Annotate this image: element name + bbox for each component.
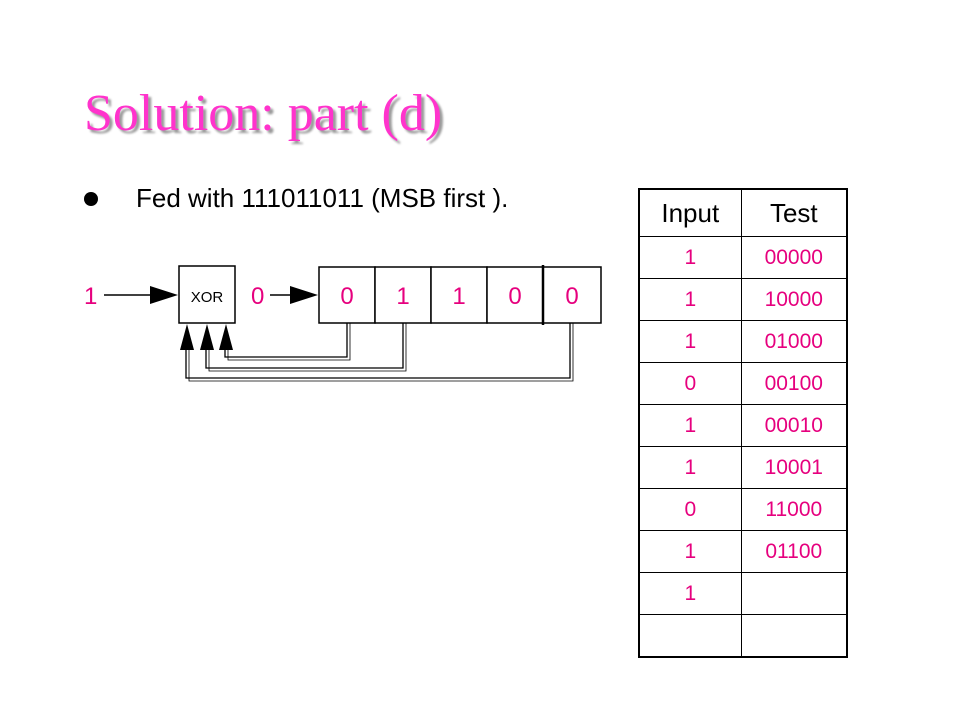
cell-input: 1 bbox=[638, 404, 742, 447]
cell-input: 0 bbox=[638, 488, 742, 531]
table-row bbox=[638, 614, 848, 658]
register-cell bbox=[486, 266, 544, 324]
table-row: 1 01000 bbox=[638, 320, 848, 363]
table-header-row: Input Test bbox=[638, 188, 848, 237]
feedback-line-tap1-shadow bbox=[227, 323, 351, 361]
cell-test: 10001 bbox=[740, 446, 848, 489]
table-row: 1 01100 bbox=[638, 530, 848, 573]
xor-gate bbox=[178, 265, 236, 324]
cell-input bbox=[638, 614, 742, 658]
feedback-arrowhead-icon bbox=[200, 324, 214, 350]
table-row: 1 bbox=[638, 572, 848, 615]
table-row: 0 00100 bbox=[638, 362, 848, 405]
feedback-arrowhead-icon bbox=[219, 324, 233, 350]
feedback-arrowhead-icon bbox=[180, 324, 194, 350]
feedback-line-tap2-shadow bbox=[208, 323, 407, 372]
cell-test bbox=[740, 614, 848, 658]
header-input: Input bbox=[638, 188, 742, 237]
register-bit: 0 bbox=[565, 283, 578, 310]
xor-label: XOR bbox=[191, 289, 224, 306]
cell-input: 1 bbox=[638, 236, 742, 279]
cell-test: 00010 bbox=[740, 404, 848, 447]
input-bit: 1 bbox=[84, 283, 97, 310]
xor-output-bit: 0 bbox=[251, 283, 264, 310]
header-test: Test bbox=[740, 188, 848, 237]
table-row: 1 10000 bbox=[638, 278, 848, 321]
input-arrowhead-icon bbox=[150, 286, 178, 304]
cell-test: 00100 bbox=[740, 362, 848, 405]
slide-title: Solution: part (d) bbox=[84, 85, 443, 142]
cell-test: 00000 bbox=[740, 236, 848, 279]
table-row: 1 00010 bbox=[638, 404, 848, 447]
bullet-text: Fed with 111011011 (MSB first ). bbox=[136, 183, 509, 213]
cell-test: 01100 bbox=[740, 530, 848, 573]
register-bit: 0 bbox=[340, 283, 353, 310]
register-bit: 0 bbox=[508, 283, 521, 310]
cell-input: 1 bbox=[638, 446, 742, 489]
cell-test bbox=[740, 572, 848, 615]
register-cell bbox=[542, 266, 602, 324]
feedback-line-tap2 bbox=[205, 323, 404, 369]
feedback-line-tap1 bbox=[224, 323, 348, 358]
table-row: 0 11000 bbox=[638, 488, 848, 531]
output-arrowhead-icon bbox=[290, 286, 318, 304]
cell-input: 1 bbox=[638, 572, 742, 615]
feedback-line-tap5-shadow bbox=[188, 323, 574, 382]
cell-test: 10000 bbox=[740, 278, 848, 321]
table-row: 1 10001 bbox=[638, 446, 848, 489]
lfsr-state-table: Input Test 1 00000 1 10000 1 01000 0 001… bbox=[638, 188, 848, 658]
cell-input: 0 bbox=[638, 362, 742, 405]
table-row: 1 00000 bbox=[638, 236, 848, 279]
cell-test: 11000 bbox=[740, 488, 848, 531]
cell-input: 1 bbox=[638, 278, 742, 321]
bullet-dot-icon bbox=[84, 192, 98, 206]
register-bit: 1 bbox=[396, 283, 409, 310]
cell-input: 1 bbox=[638, 530, 742, 573]
register-cell bbox=[430, 266, 488, 324]
register-bit: 1 bbox=[452, 283, 465, 310]
cell-test: 01000 bbox=[740, 320, 848, 363]
feedback-line-tap5 bbox=[185, 323, 571, 379]
cell-input: 1 bbox=[638, 320, 742, 363]
